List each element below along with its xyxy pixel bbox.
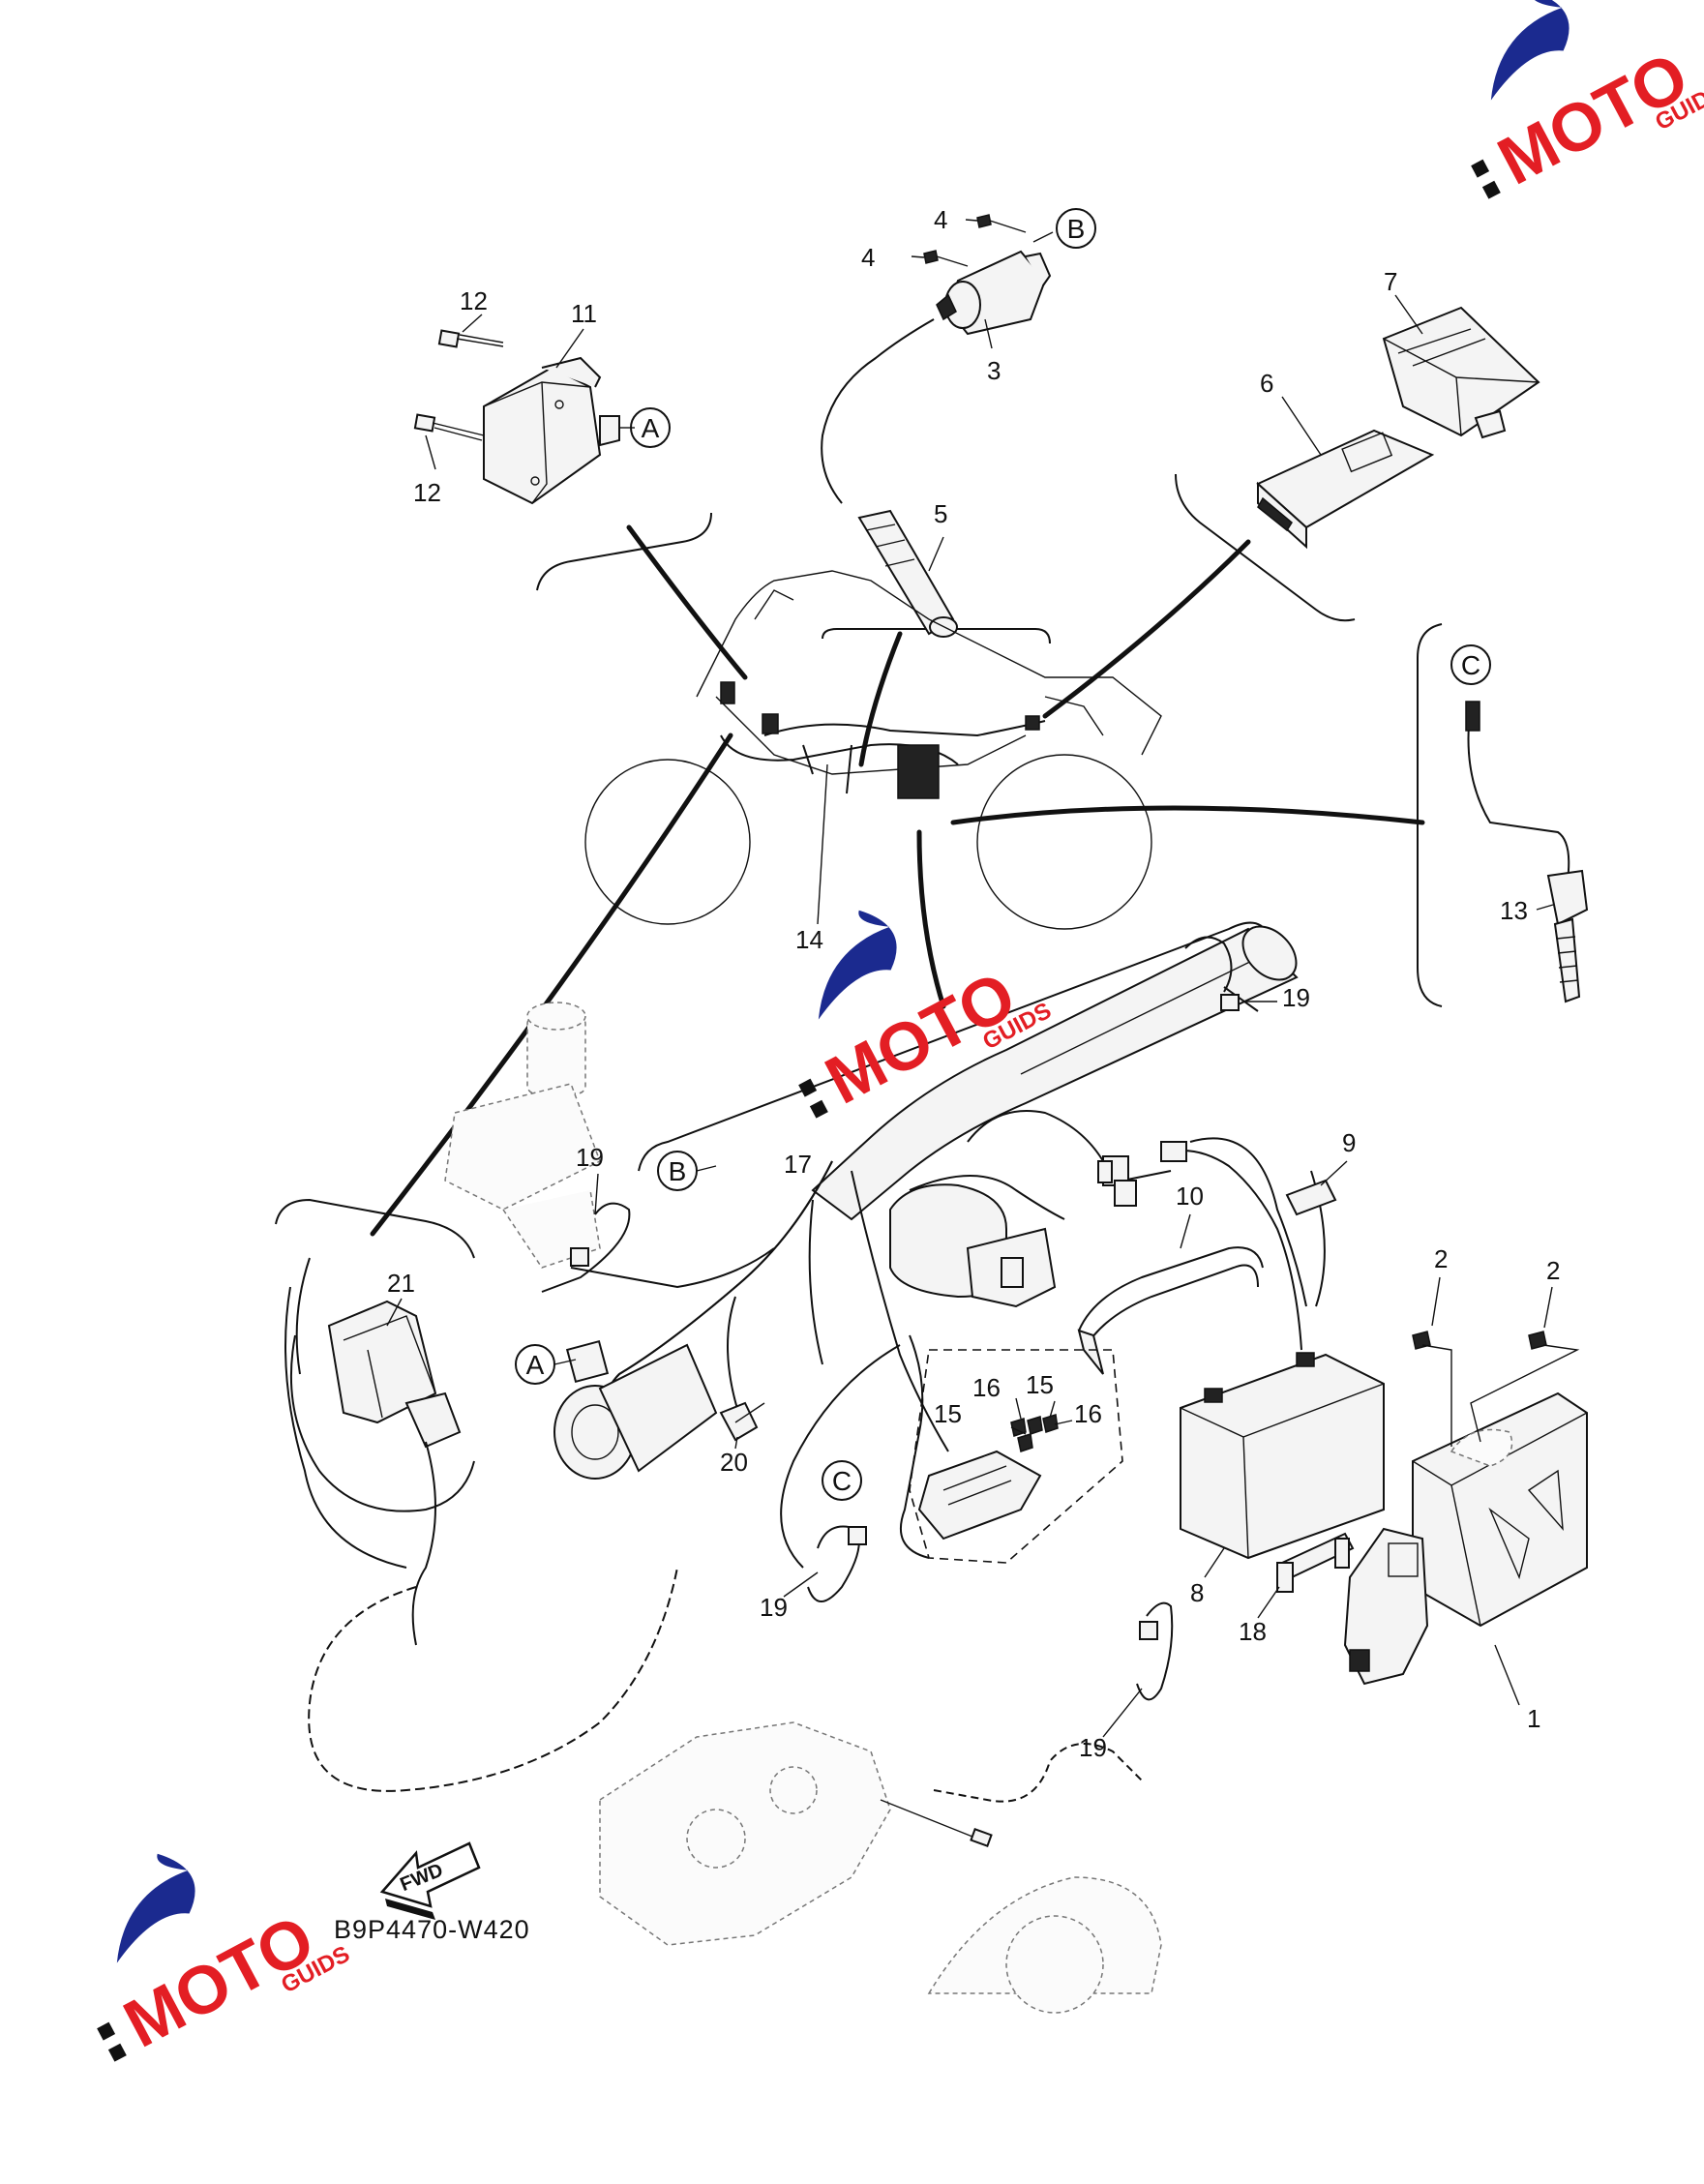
part-4-screws (923, 214, 1027, 267)
svg-text:C: C (832, 1466, 852, 1496)
svg-text:B: B (669, 1156, 687, 1186)
moto-guids-logo-bottom-left: MOTO GUIDS (97, 1853, 354, 2062)
svg-text:B: B (1067, 214, 1086, 244)
label-15b: 15 (934, 1399, 962, 1428)
label-14: 14 (795, 925, 823, 954)
label-16b: 16 (1074, 1399, 1102, 1428)
part-6-unit (1256, 429, 1435, 550)
detail-brackets (275, 473, 1443, 1259)
label-1: 1 (1527, 1704, 1540, 1733)
leader-7 (1394, 294, 1423, 335)
leader-3 (984, 318, 993, 349)
label-5: 5 (934, 499, 947, 528)
center-coil-cup (889, 1183, 1057, 1308)
part-19-bands (541, 936, 1259, 1701)
part-5-plug-cap (857, 509, 958, 638)
socket-assembly (553, 1339, 718, 1480)
label-3: 3 (987, 356, 1001, 385)
callout-c-top: C (1450, 644, 1491, 685)
part-3-ignition-coil (821, 250, 1052, 504)
moto-guids-logo-top-right: MOTO GUIDS (1471, 0, 1704, 199)
part-10-battery-band (1077, 1246, 1264, 1375)
label-20: 20 (720, 1448, 748, 1477)
leader-14 (817, 763, 828, 925)
label-19c: 19 (760, 1593, 788, 1622)
label-19a: 19 (1282, 983, 1310, 1012)
label-17: 17 (784, 1150, 812, 1179)
diagram-code: B9P4470-W420 (334, 1915, 530, 1944)
leader-5 (928, 536, 944, 572)
part-13-sensor (1465, 701, 1589, 1003)
motorcycle-outline (584, 570, 1162, 930)
leader-11 (555, 328, 584, 369)
label-4a: 4 (934, 205, 947, 234)
callout-b-main: B (657, 1151, 717, 1191)
label-2b: 2 (1546, 1256, 1560, 1285)
part-20-clip (719, 1401, 765, 1442)
label-13: 13 (1500, 896, 1528, 925)
part-1-battery-box (1343, 1391, 1588, 1686)
ghost-ignition-assembly (444, 1002, 601, 1269)
svg-text:A: A (526, 1350, 545, 1380)
label-18: 18 (1239, 1617, 1267, 1646)
label-7: 7 (1384, 267, 1397, 296)
fwd-arrow: FWD (379, 1841, 481, 1920)
leader-lines (370, 524, 1425, 1237)
part-11-regulator (483, 356, 620, 505)
fuse-group-15-16 (909, 1349, 1123, 1564)
leader-13 (1536, 904, 1554, 911)
callout-b-top: B (1056, 208, 1096, 249)
leader-12-bottom (425, 434, 436, 470)
label-15a: 15 (1026, 1370, 1054, 1399)
part-7-unit (1382, 306, 1540, 439)
label-21: 21 (387, 1269, 415, 1298)
label-12a: 12 (460, 286, 488, 315)
connectors (1097, 1155, 1137, 1207)
svg-text:A: A (642, 413, 660, 443)
part-8-battery (1180, 1352, 1385, 1560)
engine-ghost (599, 1721, 1162, 2014)
label-9: 9 (1342, 1128, 1356, 1157)
label-8: 8 (1190, 1578, 1204, 1607)
svg-text:C: C (1461, 650, 1480, 680)
leader-b-top (1032, 231, 1054, 243)
part-number-labels: 1 2 2 3 4 4 5 6 7 8 9 10 11 12 12 13 14 … (386, 205, 1560, 1762)
label-11: 11 (571, 299, 597, 328)
label-16a: 16 (972, 1373, 1001, 1402)
leader-12-top (462, 314, 483, 333)
label-19b: 19 (576, 1143, 604, 1172)
leader-4-top (965, 219, 978, 222)
part-2-bolts (1412, 1331, 1580, 1447)
leader-6 (1281, 396, 1322, 456)
callout-a-top: A (630, 407, 671, 448)
part-21-unit (284, 1257, 678, 1792)
label-4b: 4 (861, 243, 875, 272)
label-2a: 2 (1434, 1244, 1448, 1273)
callout-c-main: C (822, 1460, 862, 1501)
part-9-battery-lead (1160, 1141, 1337, 1351)
label-10: 10 (1176, 1182, 1204, 1211)
label-19d: 19 (1079, 1733, 1107, 1762)
callout-a-main: A (515, 1344, 577, 1385)
part-18-strap (1276, 1532, 1355, 1593)
part-14-wire-harness (720, 681, 1046, 799)
label-6: 6 (1260, 369, 1273, 398)
label-12b: 12 (413, 478, 441, 507)
part-12-bolts (413, 329, 504, 441)
leader-4-bottom (911, 255, 925, 258)
